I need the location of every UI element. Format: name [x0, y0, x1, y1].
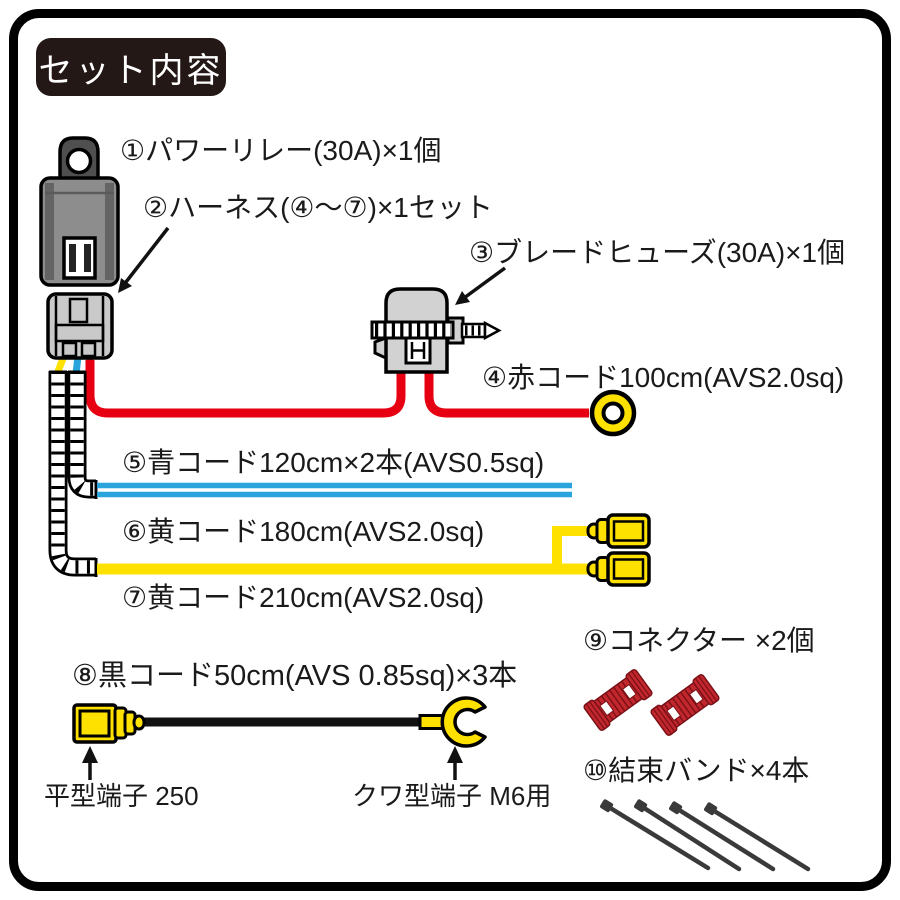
- label-harness: ②ハーネス(④〜⑦)×1セット: [143, 192, 493, 223]
- fuse-screw-tip: [460, 320, 502, 341]
- red-cord-graphic: [85, 360, 589, 418]
- cable-tie-4: [704, 802, 811, 872]
- fuse-holder-graphic: [370, 287, 502, 374]
- page-title: セット内容: [38, 51, 224, 90]
- black-cord-graphic: [72, 696, 487, 780]
- label-yellow-cord-180: ⑥黄コード180cm(AVS2.0sq): [122, 516, 485, 547]
- title-badge: セット内容: [36, 38, 226, 96]
- splice-connector-1: [583, 669, 653, 731]
- label-blade-fuse: ③ブレードヒューズ(30A)×1個: [469, 237, 846, 268]
- label-yellow-cord-210: ⑦黄コード210cm(AVS2.0sq): [122, 582, 485, 613]
- splice-connector-2: [650, 674, 720, 736]
- cable-tie-3: [669, 801, 776, 872]
- arrow-fork-terminal: [447, 746, 463, 780]
- spade-terminal-upper: [586, 513, 651, 549]
- arrow-flat-terminal: [82, 746, 98, 780]
- fork-terminal-graphic: [418, 696, 487, 748]
- diagram-border: [9, 9, 891, 891]
- caption-flat-terminal: 平型端子 250: [44, 781, 199, 811]
- caption-fork-terminal: クワ型端子 M6用: [352, 781, 552, 811]
- corrugated-tube-left: [48, 370, 98, 577]
- corrugated-tube-right: [67, 370, 98, 499]
- pointer-arrow-fuse: [455, 266, 507, 305]
- cable-tie-2: [634, 799, 742, 872]
- label-power-relay: ①パワーリレー(30A)×1個: [120, 135, 442, 166]
- power-relay-graphic: [39, 136, 120, 287]
- cable-tie-1: [600, 799, 711, 871]
- harness-connector-graphic: [46, 292, 114, 360]
- ring-terminal: [589, 389, 637, 437]
- label-black-cord: ⑧黒コード50cm(AVS 0.85sq)×3本: [72, 660, 518, 692]
- pointer-arrow-harness: [118, 226, 170, 293]
- blue-cord-graphic: [97, 482, 572, 498]
- label-blue-cord: ⑤青コード120cm×2本(AVS0.5sq): [122, 447, 545, 478]
- label-cable-ties: ⑩結束バンド×4本: [583, 755, 810, 786]
- spade-terminal-lower: [586, 551, 651, 587]
- label-connectors: ⑨コネクター ×2個: [583, 625, 815, 656]
- yellow-cords-graphic: [97, 526, 589, 575]
- relay-mount-hole: [65, 147, 93, 175]
- label-red-cord: ④赤コード100cm(AVS2.0sq): [482, 362, 845, 393]
- flat-terminal-graphic: [72, 703, 146, 744]
